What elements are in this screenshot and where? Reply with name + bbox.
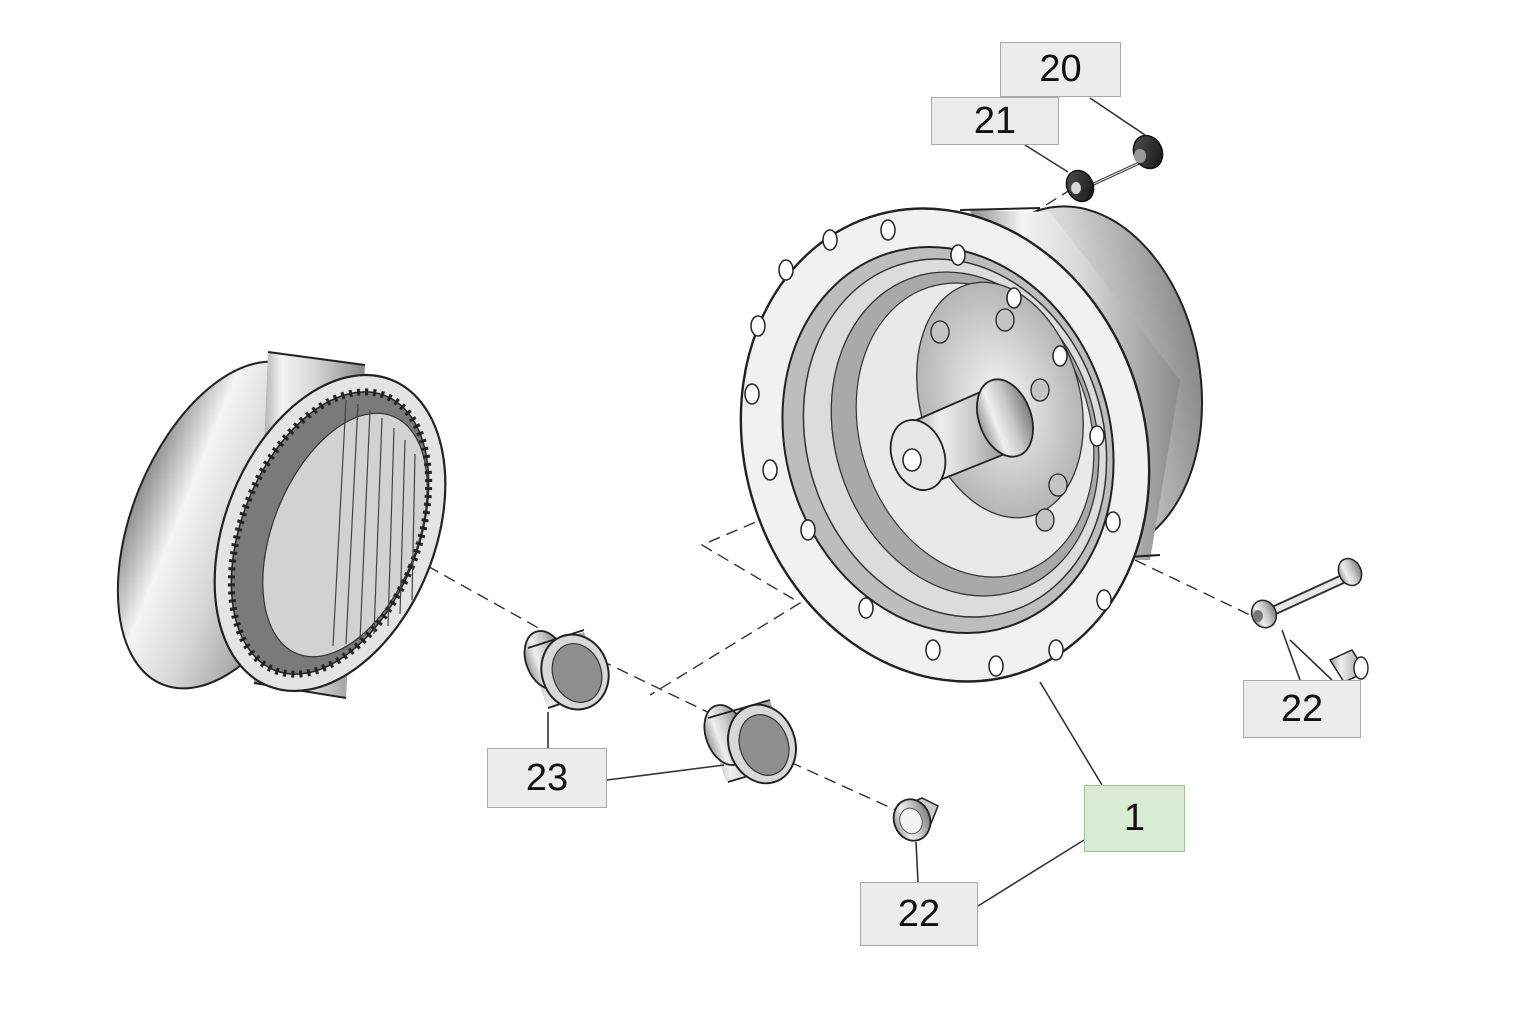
leader-22-right-b bbox=[1289, 639, 1333, 681]
axis-line-bushing-to-cap bbox=[789, 761, 901, 813]
leader-22-right-a bbox=[1281, 629, 1301, 681]
end-cap bbox=[892, 797, 939, 842]
callout-1-highlighted[interactable]: 1 bbox=[1084, 785, 1185, 852]
leader-lines bbox=[547, 97, 1333, 907]
callout-23[interactable]: 23 bbox=[487, 748, 607, 808]
flange-bolt-holes bbox=[744, 219, 1121, 677]
leader-22-bottom-extra bbox=[977, 839, 1085, 907]
ring-gear bbox=[116, 351, 447, 699]
axis-line-ring-to-bushing bbox=[294, 491, 561, 641]
leader-1 bbox=[1039, 681, 1103, 786]
wheel-hub bbox=[739, 205, 1204, 683]
callout-22-bottom[interactable]: 22 bbox=[860, 882, 978, 946]
callout-20[interactable]: 20 bbox=[1000, 42, 1121, 97]
bushing-upper bbox=[523, 629, 610, 711]
screw-assembly bbox=[1065, 134, 1164, 203]
leader-21 bbox=[1024, 144, 1069, 173]
bushing-lower bbox=[703, 699, 797, 785]
leader-22-bottom bbox=[915, 841, 919, 883]
bolt-kit bbox=[1250, 557, 1369, 683]
callout-22-right[interactable]: 22 bbox=[1243, 680, 1361, 738]
axis-line-hub-to-bolt bbox=[1134, 559, 1251, 616]
axis-line-bushing-to-bushing bbox=[599, 659, 721, 719]
leader-20 bbox=[1089, 97, 1146, 136]
leader-23-lower bbox=[606, 764, 725, 781]
callout-21[interactable]: 21 bbox=[931, 97, 1059, 145]
